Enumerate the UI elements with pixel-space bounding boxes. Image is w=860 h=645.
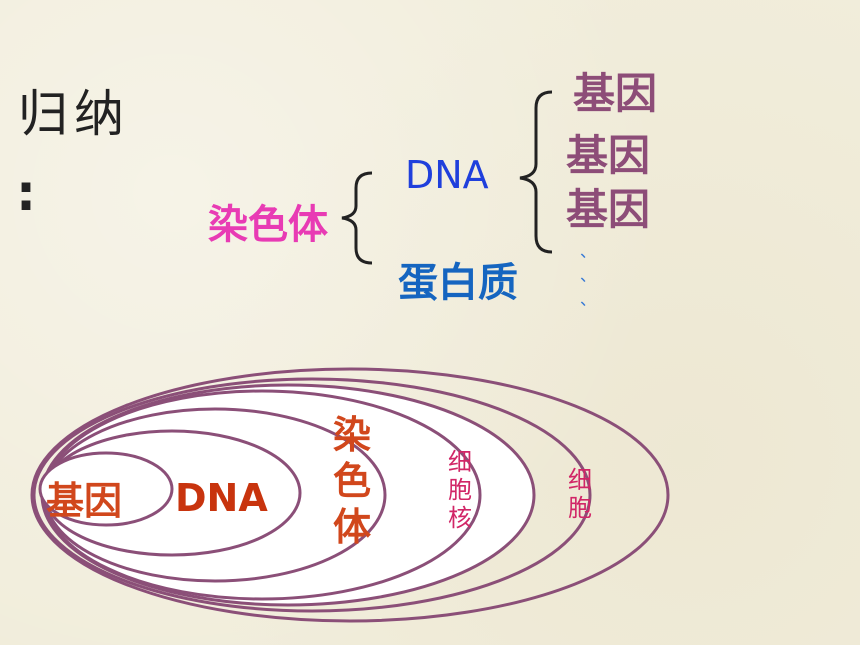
summary-colon: :	[16, 164, 36, 222]
gene-label: 基因	[573, 69, 658, 118]
ellipsis-mark: 、	[580, 290, 597, 309]
nest-label-cell: 细胞	[568, 466, 592, 522]
ellipse-cell-outer	[30, 367, 670, 623]
brace-chromosome	[341, 171, 373, 265]
gene-label: 基因	[566, 185, 651, 234]
gene-label: 基因	[566, 131, 651, 180]
ellipse-cell	[32, 377, 592, 613]
label-protein: 蛋白质	[398, 260, 518, 306]
ellipsis-mark: 、	[580, 266, 597, 285]
ellipse-gene	[38, 451, 174, 527]
label-chromosome: 染色体	[208, 202, 328, 248]
ellipsis-marks: 、 、 、	[580, 240, 596, 312]
nest-label-chromosome: 染色体	[332, 413, 371, 549]
summary-title: 归纳	[18, 85, 130, 143]
brace-dna	[519, 90, 553, 254]
nest-label-gene: 基因	[46, 479, 123, 523]
nest-label-nucleus: 细胞核	[448, 448, 472, 532]
label-dna: DNA	[405, 153, 489, 197]
nest-label-dna: DNA	[175, 476, 268, 520]
ellipsis-mark: 、	[580, 242, 597, 261]
